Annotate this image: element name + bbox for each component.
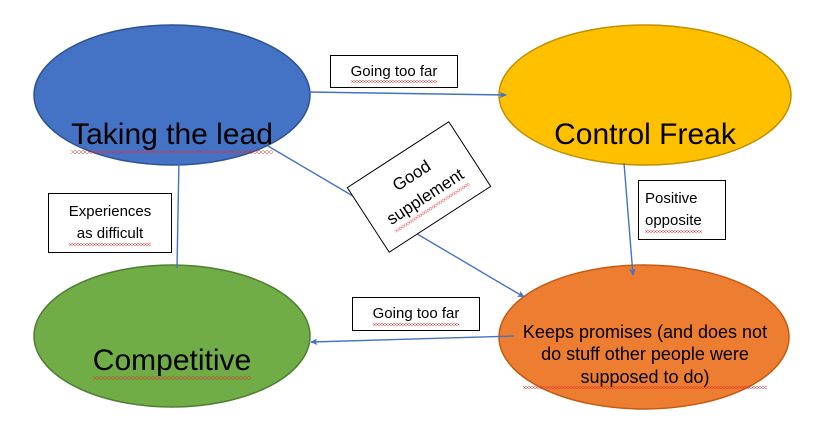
connector-control-to-keeps-promises[interactable] xyxy=(623,162,636,277)
node-shape-competitive[interactable] xyxy=(33,264,311,408)
edge-label-positive-opposite[interactable]: Positive opposite xyxy=(638,180,726,240)
connector-competitive-to-lead[interactable] xyxy=(175,156,183,269)
edge-text-going-too-far-top: Going too far xyxy=(350,61,437,84)
connector-keeps-promises-to-competitive[interactable] xyxy=(309,335,515,346)
edge-label-going-too-far-top[interactable]: Going too far xyxy=(330,55,458,88)
edge-text-positive-opposite: Positive opposite xyxy=(645,188,702,233)
edge-label-going-too-far-bottom[interactable]: Going too far xyxy=(352,297,480,331)
connector-lead-to-control[interactable] xyxy=(306,91,508,99)
edge-text-going-too-far-bottom: Going too far xyxy=(372,303,459,326)
node-shape-taking-the-lead[interactable] xyxy=(33,24,311,166)
edge-text-experiences-as-difficult: Experiences as difficult xyxy=(68,201,151,246)
edge-label-experiences-as-difficult[interactable]: Experiences as difficult xyxy=(48,193,172,253)
